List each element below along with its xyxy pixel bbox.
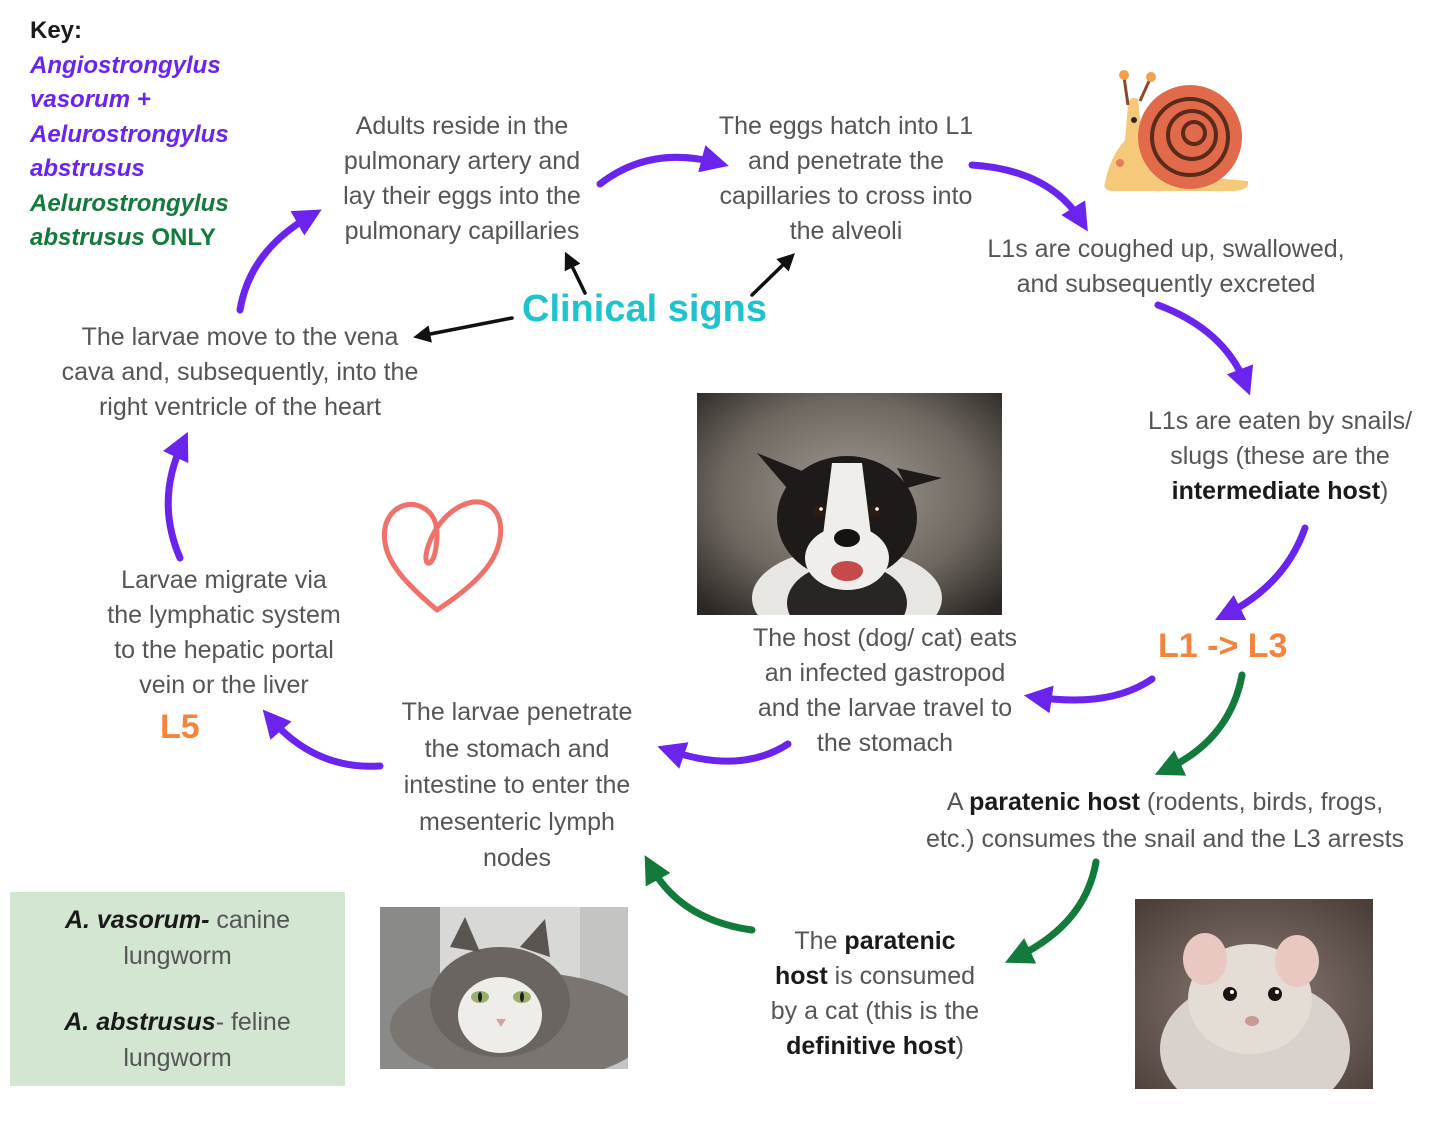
step-migrate: Larvae migrate via the lymphatic system … [90,563,358,703]
heart-illustration [375,488,510,618]
step-host-eats-line4: the stomach [816,729,954,757]
cat-photo [380,907,628,1069]
info-a-vasorum-line2: lungworm [123,942,232,970]
step-adults: Adults reside in the pulmonary artery an… [322,109,602,249]
arrow-stage-to-paratenic [1154,671,1246,776]
step-eggs-line3: capillaries to cross into [719,182,973,210]
step-host-eats-line2: an infected gastropod [764,659,1006,687]
arrow-clinical-to-vena-cava [413,316,514,343]
key-green-only: ONLY [151,224,216,251]
arrow-paratenic-to-consumed [1004,858,1100,964]
step-adults-line4: pulmonary capillaries [344,217,580,245]
step-eaten-line2: slugs (these are the [1170,442,1390,470]
arrow-host-to-penetrate [657,740,792,769]
step-migrate-line2: the lymphatic system [107,601,341,629]
step-penetrate-line1: The larvae penetrate [401,698,633,726]
snail-illustration [1100,65,1252,195]
step-paratenic-consumed-line1: The paratenic [794,927,956,955]
step-penetrate-line4: mesenteric lymph [419,807,615,836]
intermediate-host-label: intermediate host [1171,477,1381,505]
step-vena-cava-line2: cava and, subsequently, into the [61,358,419,386]
species-info-box: A. vasorum- canine lungworm A. abstrusus… [10,892,345,1086]
step-eaten-line1: L1s are eaten by snails/ [1147,407,1413,435]
step-eggs-line2: and penetrate the [748,147,944,175]
definitive-host-label: definitive host [786,1032,956,1060]
step-host-eats-line3: and the larvae travel to [757,694,1013,722]
key-purple-line4: abstrusus [30,155,145,182]
step-paratenic-consumes-line2: etc.) consumes the snail and the L3 arre… [925,825,1405,853]
step-paratenic-consumed-line2: host is consumed [774,962,976,990]
step-penetrate: The larvae penetrate the stomach and int… [382,694,652,877]
arrow-eggs-to-coughed [968,161,1088,232]
key-purple-line1: Angiostrongylus [30,51,221,79]
key-purple-line3: Aelurostrongylus [30,120,229,148]
step-paratenic-consumed: The paratenic host is consumed by a cat … [745,924,1005,1064]
key-purple-line2: vasorum + [30,86,151,113]
key-title: Key: [30,17,83,44]
clinical-signs-label: Clinical signs [522,288,767,330]
step-adults-line2: pulmonary artery and [343,147,581,175]
step-penetrate-line2: the stomach and [424,734,610,763]
step-eggs-line4: the alveoli [789,217,903,245]
info-a-abstrusus: A. abstrusus- feline [64,1008,291,1036]
step-penetrate-line3: intestine to enter the [403,771,631,799]
key-green-line2: abstrusus ONLY [30,221,229,256]
info-a-abstrusus-line2: lungworm [123,1044,232,1072]
stage-l5: L5 [160,708,200,746]
step-vena-cava-line3: right ventricle of the heart [98,393,382,421]
step-coughed-line1: L1s are coughed up, swallowed, [987,235,1345,263]
step-eggs: The eggs hatch into L1 and penetrate the… [696,109,996,249]
arrow-penetrate-to-migrate [262,709,384,770]
step-eaten-line3: intermediate host) [1171,477,1389,505]
arrow-eaten-to-stage [1214,524,1309,621]
step-vena-cava-line1: The larvae move to the vena [81,323,399,351]
paratenic-host-label: paratenic host [969,788,1140,816]
arrow-adults-to-eggs [596,145,729,188]
key-legend: Key: Angiostrongylus vasorum + Aelurostr… [30,14,229,256]
step-coughed: L1s are coughed up, swallowed, and subse… [966,232,1366,302]
step-paratenic-consumed-line4: definitive host) [786,1032,964,1060]
key-green-line1: Aelurostrongylus [30,189,229,217]
arrow-coughed-to-eaten [1154,301,1254,396]
step-migrate-line1: Larvae migrate via [121,566,327,594]
arrow-clinical-to-adults [564,251,587,295]
step-penetrate-line5: nodes [482,844,552,872]
step-paratenic-consumed-line3: by a cat (this is the [770,997,980,1025]
arrow-consumed-to-penetrate [644,855,756,934]
step-vena-cava: The larvae move to the vena cava and, su… [40,320,440,425]
arrow-stage-to-host [1023,675,1156,714]
rodent-photo [1135,899,1373,1089]
arrow-clinical-to-eggs [750,253,796,297]
arrow-migrate-to-vena-cava [163,431,189,562]
step-host-eats: The host (dog/ cat) eats an infected gas… [735,621,1035,761]
step-adults-line1: Adults reside in the [355,112,569,140]
info-a-vasorum: A. vasorum- canine [64,906,291,934]
stage-l1-l3: L1 -> L3 [1158,627,1288,665]
arrow-vena-cava-to-adults [236,209,322,314]
step-migrate-line4: vein or the liver [139,671,309,699]
step-adults-line3: lay their eggs into the [343,182,581,210]
step-coughed-line2: and subsequently excreted [1016,270,1316,298]
step-host-eats-line1: The host (dog/ cat) eats [752,624,1018,652]
step-paratenic-consumes-line1: A paratenic host (rodents, birds, frogs, [946,788,1384,816]
step-paratenic-consumes: A paratenic host (rodents, birds, frogs,… [900,784,1430,858]
step-eaten: L1s are eaten by snails/ slugs (these ar… [1130,404,1430,509]
step-migrate-line3: to the hepatic portal [114,636,334,664]
dog-photo [697,393,1002,615]
step-eggs-line1: The eggs hatch into L1 [718,112,974,140]
key-green-species: abstrusus [30,224,145,251]
